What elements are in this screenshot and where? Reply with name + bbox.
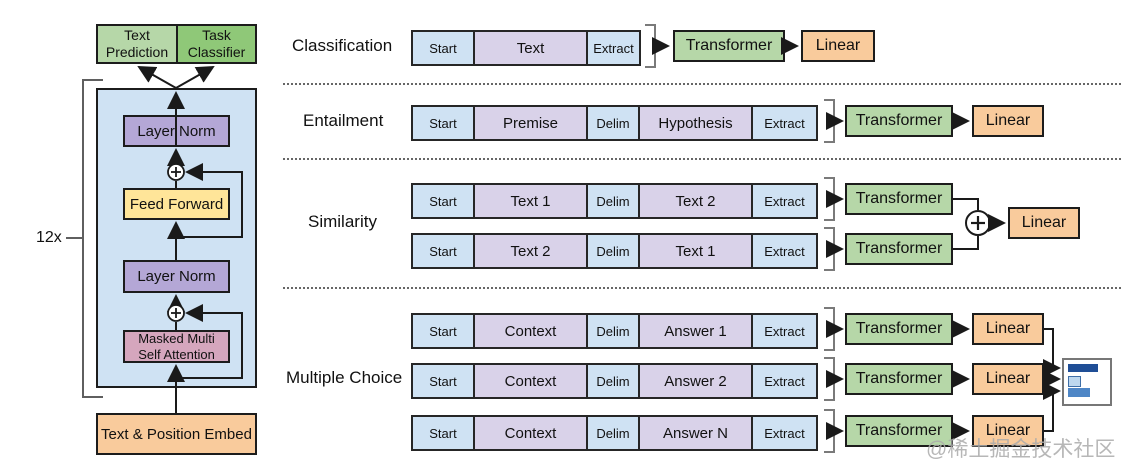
masked-attention-line1: Masked Multi — [138, 331, 215, 347]
classification-linear-box: Linear — [801, 30, 875, 62]
answer2-segment-cell: Answer 2 — [640, 365, 753, 397]
extract-bracket — [824, 177, 835, 221]
section-divider — [283, 83, 1121, 85]
context-segment-cell: Context — [475, 365, 588, 397]
text-segment-cell: Text — [475, 32, 588, 64]
repeat-count-label: 12x — [36, 229, 62, 246]
answer-score-bar-3 — [1068, 388, 1090, 397]
task-label-multiple-choice: Multiple Choice — [286, 368, 403, 387]
start-token-cell: Start — [413, 315, 475, 347]
answerN-segment-cell: Answer N — [640, 417, 753, 449]
masked-attention-box: Masked Multi Self Attention — [123, 330, 230, 363]
section-divider — [283, 287, 1121, 289]
similarity-transformer-box-2: Transformer — [845, 233, 953, 265]
sum-add-icon — [965, 210, 991, 236]
task-classifier-box: Task Classifier — [176, 24, 257, 64]
start-token-cell: Start — [413, 32, 475, 64]
multiple-choice-linear-box-2: Linear — [972, 363, 1044, 395]
extract-token-cell: Extract — [753, 417, 816, 449]
watermark: @稀土掘金技术社区 — [926, 438, 1116, 461]
extract-token-cell: Extract — [588, 32, 639, 64]
delim-token-cell: Delim — [588, 235, 640, 267]
extract-bracket — [824, 227, 835, 271]
extract-bracket — [645, 24, 656, 68]
similarity-input-strip-2: Start Text 2 Delim Text 1 Extract — [411, 233, 818, 269]
extract-bracket — [824, 409, 835, 453]
task-label-similarity: Similarity — [308, 212, 377, 231]
classification-input-strip: Start Text Extract — [411, 30, 641, 66]
hypothesis-segment-cell: Hypothesis — [640, 107, 753, 139]
embed-box: Text & Position Embed — [96, 413, 257, 455]
multiple-choice-linear-box-3: Linear — [972, 415, 1044, 447]
premise-segment-cell: Premise — [475, 107, 588, 139]
text2-segment-cell: Text 2 — [640, 185, 753, 217]
entailment-transformer-box: Transformer — [845, 105, 953, 137]
start-token-cell: Start — [413, 235, 475, 267]
delim-token-cell: Delim — [588, 185, 640, 217]
extract-token-cell: Extract — [753, 235, 816, 267]
classification-transformer-box: Transformer — [673, 30, 785, 62]
answer-score-bar-2 — [1068, 376, 1081, 387]
similarity-transformer-box-1: Transformer — [845, 183, 953, 215]
context-segment-cell: Context — [475, 417, 588, 449]
start-token-cell: Start — [413, 365, 475, 397]
delim-token-cell: Delim — [588, 107, 640, 139]
extract-bracket — [824, 99, 835, 143]
text1-segment-cell: Text 1 — [475, 185, 588, 217]
delim-token-cell: Delim — [588, 315, 640, 347]
answer1-segment-cell: Answer 1 — [640, 315, 753, 347]
multiple-choice-transformer-box-1: Transformer — [845, 313, 953, 345]
layer-norm-top-box: Layer Norm — [123, 115, 230, 147]
start-token-cell: Start — [413, 107, 475, 139]
multiple-choice-transformer-box-2: Transformer — [845, 363, 953, 395]
extract-token-cell: Extract — [753, 365, 816, 397]
text2-segment-cell: Text 2 — [475, 235, 588, 267]
text1-segment-cell: Text 1 — [640, 235, 753, 267]
extract-bracket — [824, 357, 835, 401]
multiple-choice-transformer-box-3: Transformer — [845, 415, 953, 447]
task-label-classification: Classification — [292, 36, 393, 55]
text-prediction-box: Text Prediction — [96, 24, 177, 64]
section-divider — [283, 158, 1121, 160]
multiple-choice-input-strip-2: Start Context Delim Answer 2 Extract — [411, 363, 818, 399]
masked-attention-line2: Self Attention — [138, 346, 215, 362]
context-segment-cell: Context — [475, 315, 588, 347]
multiple-choice-linear-box-1: Linear — [972, 313, 1044, 345]
extract-token-cell: Extract — [753, 315, 816, 347]
similarity-linear-box: Linear — [1008, 207, 1080, 239]
extract-token-cell: Extract — [753, 185, 816, 217]
extract-token-cell: Extract — [753, 107, 816, 139]
entailment-input-strip: Start Premise Delim Hypothesis Extract — [411, 105, 818, 141]
multiple-choice-input-strip-3: Start Context Delim Answer N Extract — [411, 415, 818, 451]
layer-norm-bottom-box: Layer Norm — [123, 260, 230, 293]
multiple-choice-input-strip-1: Start Context Delim Answer 1 Extract — [411, 313, 818, 349]
start-token-cell: Start — [413, 185, 475, 217]
task-label-entailment: Entailment — [303, 111, 384, 130]
entailment-linear-box: Linear — [972, 105, 1044, 137]
similarity-input-strip-1: Start Text 1 Delim Text 2 Extract — [411, 183, 818, 219]
answer-score-bar-1 — [1068, 364, 1098, 372]
extract-bracket — [824, 307, 835, 351]
delim-token-cell: Delim — [588, 417, 640, 449]
start-token-cell: Start — [413, 417, 475, 449]
delim-token-cell: Delim — [588, 365, 640, 397]
feed-forward-box: Feed Forward — [123, 188, 230, 220]
